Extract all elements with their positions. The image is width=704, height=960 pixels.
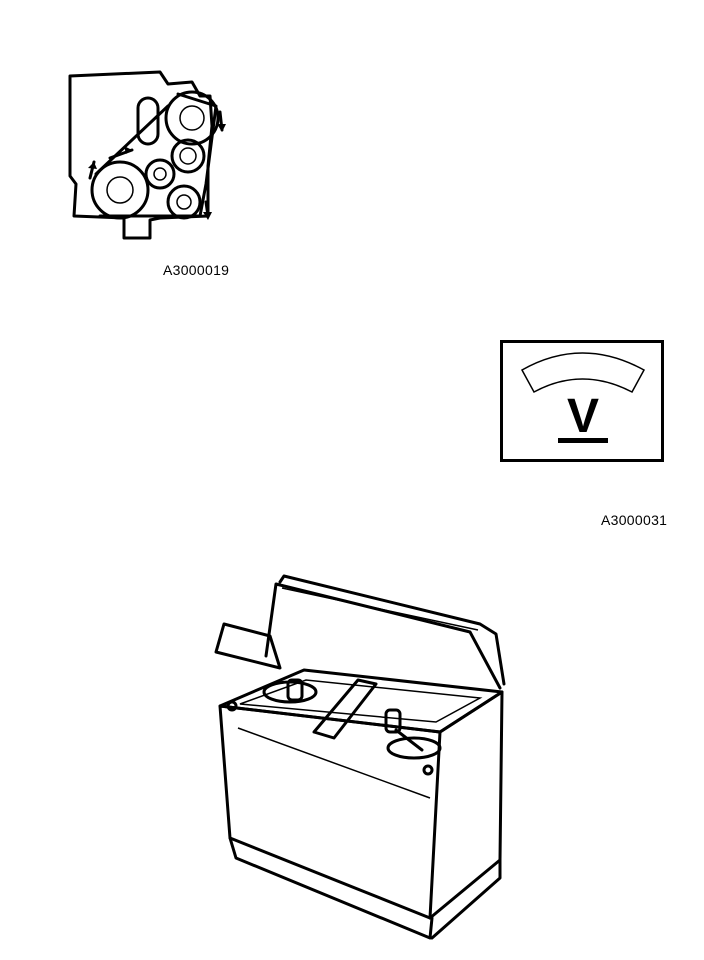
battery-figure (210, 572, 510, 952)
voltmeter-figure: V (500, 340, 664, 462)
belt-drive-figure (60, 66, 240, 246)
figure-caption: A3000031 (601, 512, 668, 528)
belt-drive-pulley-diagram-icon (68, 70, 226, 240)
voltmeter-icon: V (500, 340, 664, 462)
figure-caption: A3000019 (163, 262, 230, 278)
car-battery-illustration-icon (214, 574, 506, 940)
voltmeter-symbol: V (567, 390, 599, 443)
